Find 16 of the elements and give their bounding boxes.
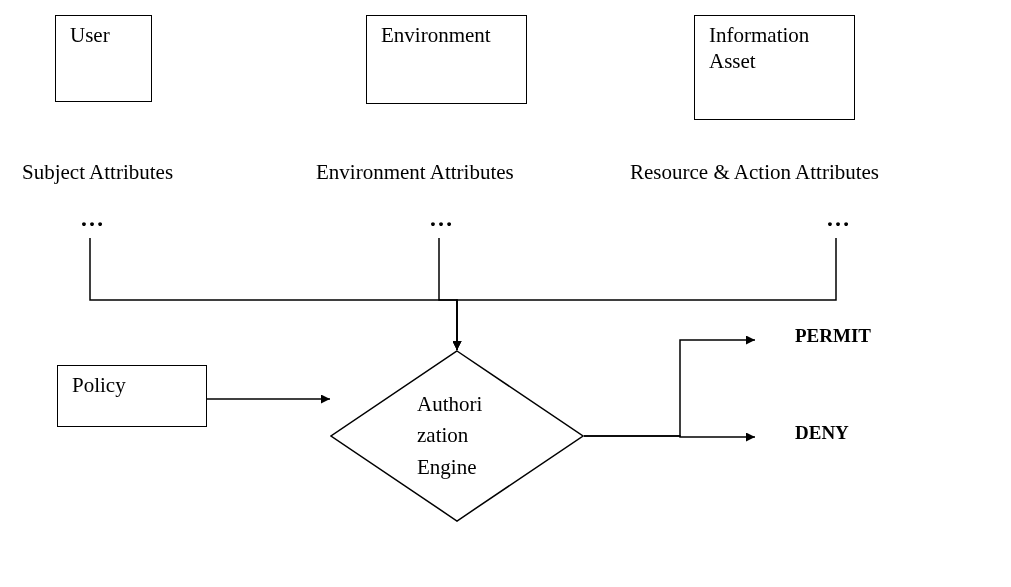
decision-result: DENY (755, 422, 895, 452)
attribute-label: Resource & Action Attributes (630, 160, 1010, 190)
labeled-box: Policy (57, 365, 207, 427)
ellipsis: … (72, 208, 112, 238)
arrow (583, 432, 756, 442)
labeled-box: Environment (366, 15, 527, 104)
labeled-box: User (55, 15, 152, 102)
arrow (206, 394, 331, 404)
attribute-label: Environment Attributes (316, 160, 556, 190)
arrow (452, 237, 837, 351)
labeled-box: Information Asset (694, 15, 855, 120)
attribute-label: Subject Attributes (22, 160, 222, 190)
decision-result: PERMIT (755, 325, 895, 355)
decision-label: Authori zation Engine (417, 390, 484, 481)
ellipsis: … (421, 208, 461, 238)
ellipsis: … (818, 208, 858, 238)
